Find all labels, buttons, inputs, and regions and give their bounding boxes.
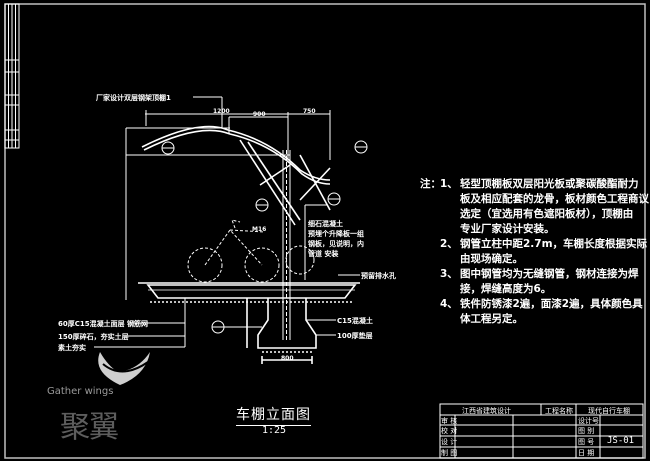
concrete-note-1: 细石混凝土 (308, 220, 343, 228)
drain-note: 预留排水孔 (361, 272, 396, 280)
logo-swoosh-icon (98, 352, 150, 385)
footing-label-1: C15混凝土 (337, 317, 373, 325)
notes-heading: 注： (420, 178, 441, 190)
anchor-label: M16 (252, 226, 267, 233)
tb-left-row-4: 制 图 (441, 449, 458, 457)
tb-left-row-3: 设 计 (441, 438, 458, 446)
note-3-num: 3、 (440, 268, 458, 280)
bicycle-outline (187, 219, 315, 283)
tb-project-label: 工程名称 (545, 407, 573, 415)
binding-strip (4, 3, 20, 149)
tb-right-row-4: 日 期 (578, 449, 595, 457)
layer-1-label: 60厚C15混凝土面层 钢筋网 (58, 320, 149, 328)
tb-right-row-2: 图 别 (578, 427, 595, 435)
concrete-footing (246, 298, 317, 364)
note-1-line-1: 轻型顶棚板双层阳光板或聚碳酸酯耐力 (460, 178, 639, 190)
layer-leaders (94, 298, 186, 348)
drawing-frame (4, 3, 646, 459)
note-1-num: 1、 (440, 178, 458, 190)
note-4-line-2: 体工程另定。 (460, 313, 523, 325)
roof-dimensions (125, 96, 331, 300)
dim-top-right: 750 (303, 108, 316, 115)
note-2-num: 2、 (440, 238, 458, 250)
drawing-scale: 1:25 (262, 425, 287, 436)
tb-company: 江西省建筑设计 (462, 407, 511, 415)
tb-right-row-1: 设计号 (578, 417, 599, 425)
footing-width: 800 (281, 355, 294, 362)
watermark-brand-en: Gather wings (47, 386, 114, 397)
note-3-line-1: 图中钢管均为无缝钢管，钢材连接为焊 (460, 268, 639, 280)
footing-label-2: 100厚垫层 (337, 332, 373, 340)
tb-project-name: 现代自行车棚 (588, 407, 630, 415)
layer-3-label: 素土夯实 (58, 344, 86, 352)
concrete-note-2: 预埋个升降板一组 (308, 230, 364, 238)
note-2-line-2: 由现场确定。 (460, 253, 523, 265)
note-1-line-2: 板及相应配套的龙骨，板材颜色工程商议 (460, 193, 649, 205)
dim-top-mid: 900 (253, 111, 266, 118)
drawing-title: 车棚立面图 (236, 404, 311, 426)
roof-callout: 厂家设计双层钢架顶棚1 (96, 94, 171, 102)
tb-right-row-3: 图 号 (578, 438, 595, 446)
note-4-num: 4、 (440, 298, 458, 310)
steel-column (282, 150, 328, 340)
note-3-line-2: 接，焊缝高度为6。 (460, 283, 552, 295)
tb-left-row-2: 校 对 (441, 427, 458, 435)
concrete-note-3: 钢板，见说明，内 (308, 240, 364, 248)
dim-top-left: 1200 (213, 108, 230, 115)
note-1-line-3: 选定（宜选用有色遮阳板材），顶棚由 (460, 208, 634, 220)
watermark-brand-cn: 聚翼 (60, 410, 119, 445)
ground-slab (138, 282, 360, 303)
tb-drawing-number: JS-01 (607, 436, 635, 446)
layer-2-label: 150厚碎石，夯实土层 (58, 333, 129, 341)
note-1-line-4: 专业厂家设计安装。 (460, 223, 555, 235)
note-4-line-1: 铁件防锈漆2遍，面漆2遍，具体颜色具 (460, 298, 643, 310)
concrete-note-4: 管道 安装 (308, 250, 339, 258)
tb-left-row-1: 审 核 (441, 417, 458, 425)
roof-canopy (141, 125, 331, 226)
note-2-line-1: 钢管立柱中距2.7m，车棚长度根据实际 (460, 238, 648, 250)
title-block (439, 403, 644, 459)
